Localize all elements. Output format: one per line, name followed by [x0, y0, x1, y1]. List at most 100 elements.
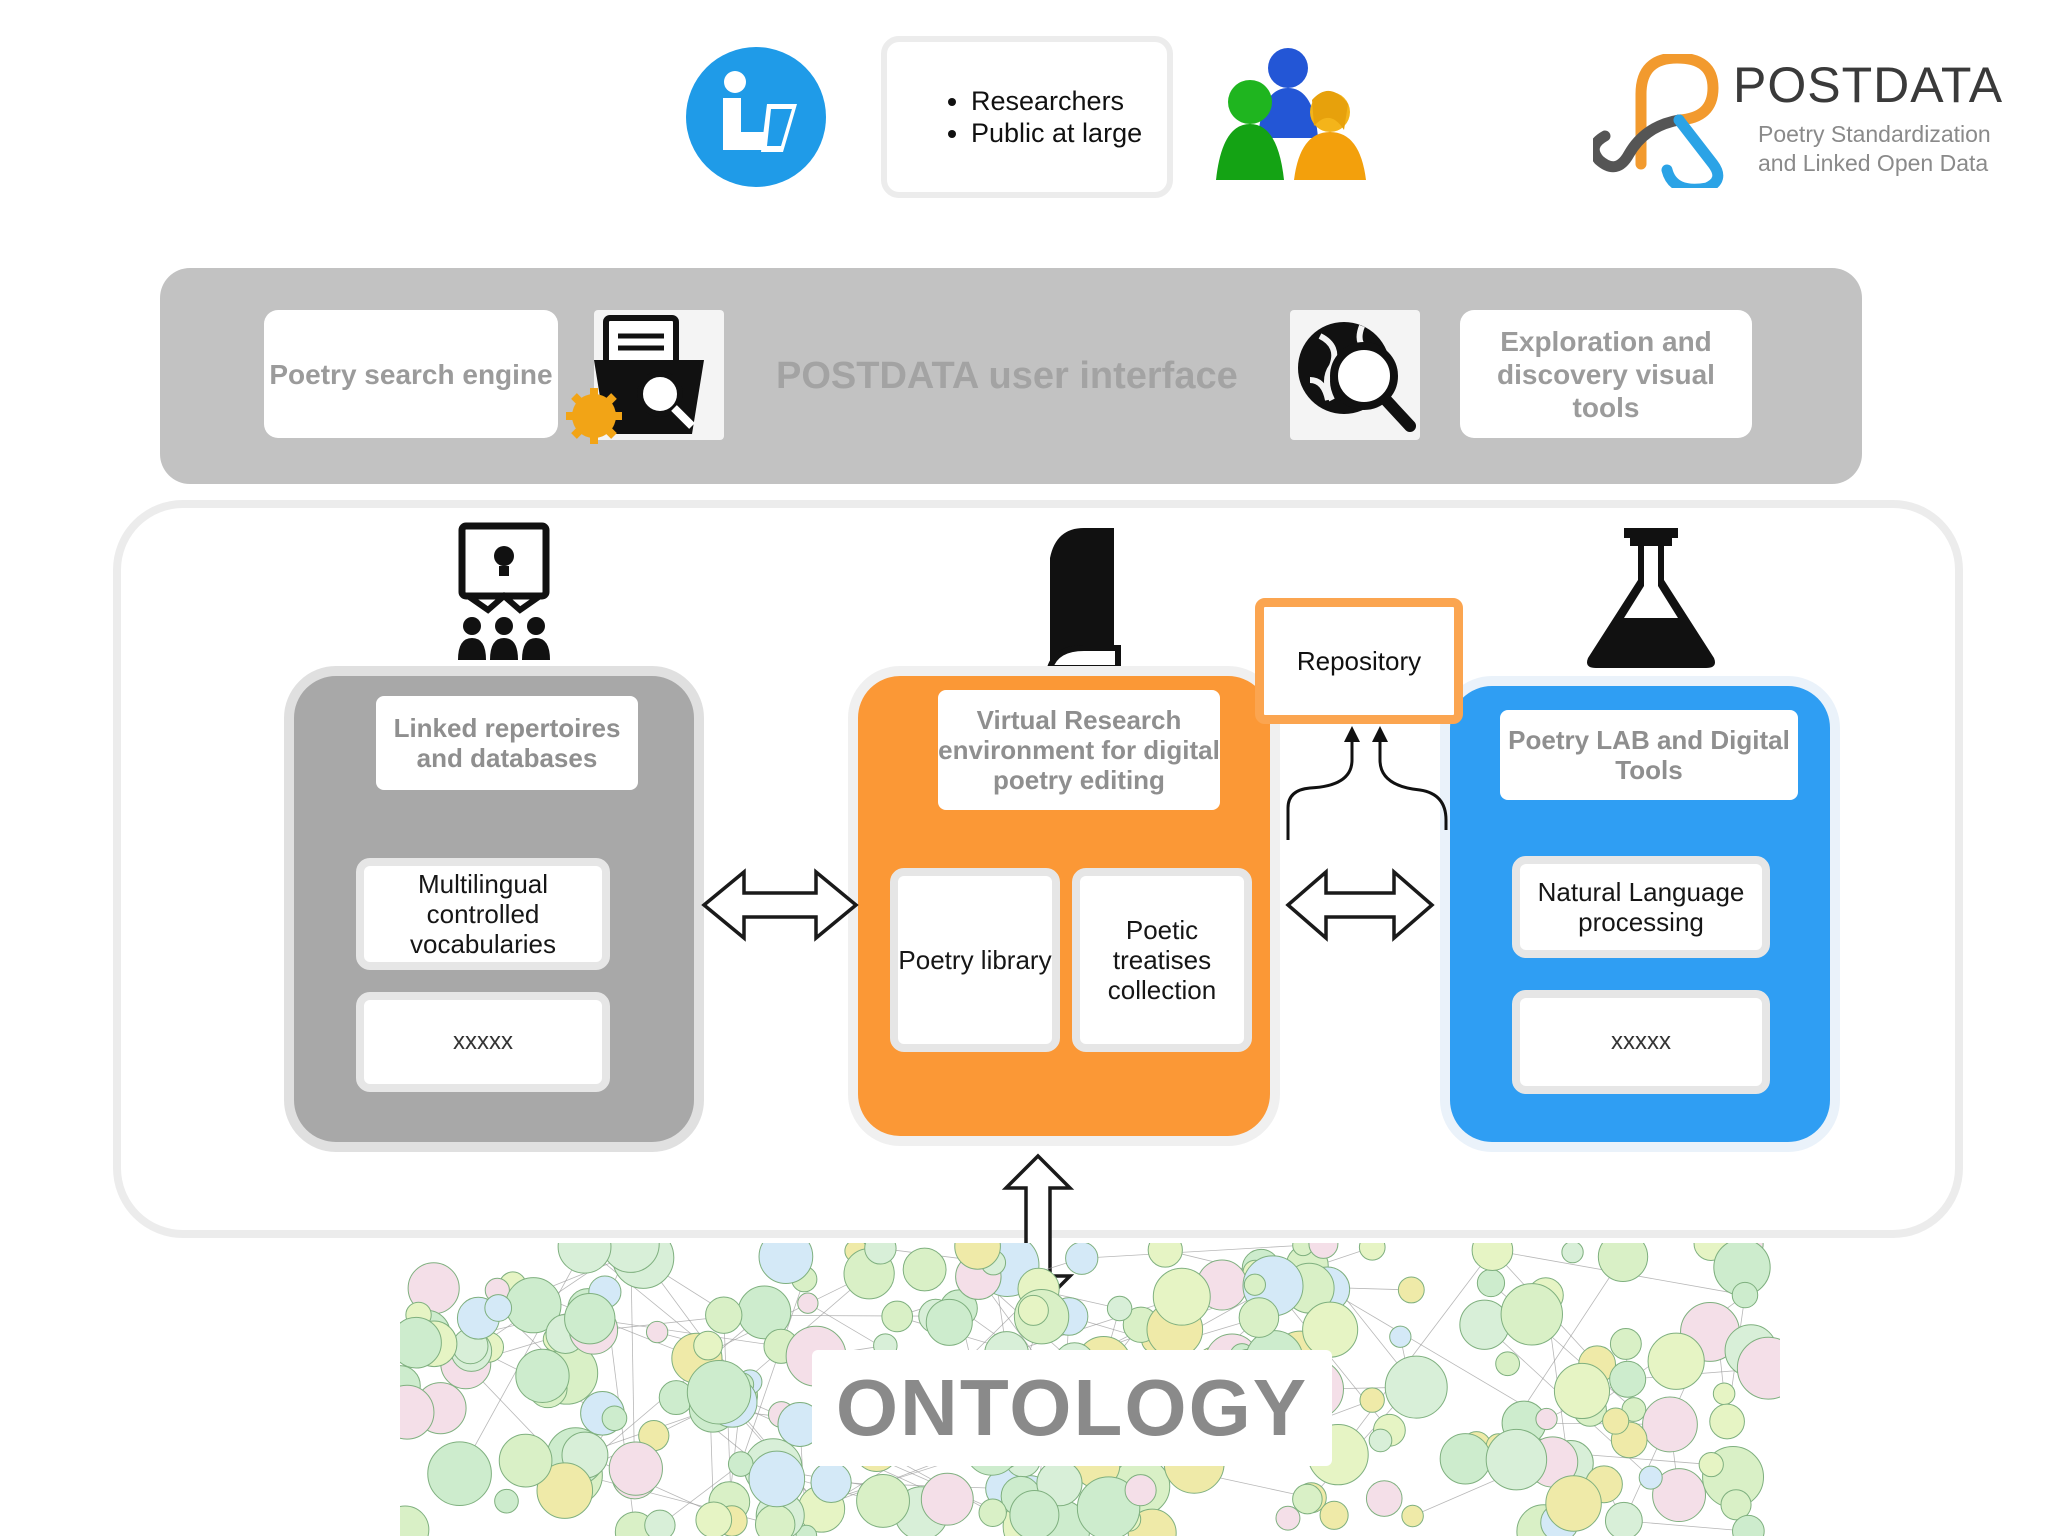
poetry-search-engine-card[interactable]: Poetry search engine: [264, 310, 558, 438]
repertoires-placeholder-card[interactable]: xxxxx: [356, 992, 610, 1092]
ontology-node: [1275, 1505, 1301, 1531]
ontology-edge: [1081, 1244, 1304, 1259]
ontology-node: [400, 1316, 442, 1369]
ontology-edge: [831, 1481, 1006, 1490]
arrow-grey-orange: [701, 868, 859, 942]
logo-subtitle-line: and Linked Open Data: [1758, 150, 1989, 176]
ontology-node: [1732, 1514, 1765, 1536]
people-group-icon: [1216, 48, 1366, 180]
vocabularies-card[interactable]: Multilingual controlled vocabularies: [356, 858, 610, 970]
ontology-node: [1243, 1273, 1266, 1296]
ontology-edge: [1006, 1296, 1182, 1354]
poetry-library-card[interactable]: Poetry library: [890, 868, 1060, 1052]
ontology-node: [748, 1450, 806, 1508]
ontology-node: [954, 1243, 1001, 1270]
ontology-node: [608, 1441, 663, 1496]
ontology-node: [902, 1247, 947, 1292]
ontology-node: [1471, 1243, 1514, 1272]
ontology-node: [1106, 1295, 1133, 1322]
ontology-node: [1597, 1243, 1649, 1282]
ontology-node: [1308, 1243, 1339, 1259]
ontology-node: [1609, 1360, 1647, 1398]
logo-title: POSTDATA: [1733, 57, 2004, 113]
ontology-node: [1384, 1355, 1448, 1419]
repository-box[interactable]: Repository: [1255, 598, 1463, 724]
ontology-node: [498, 1433, 553, 1488]
ontology-node: [1152, 1267, 1211, 1326]
ontology-node: [1076, 1476, 1141, 1536]
lab-placeholder-card[interactable]: xxxxx: [1512, 990, 1770, 1094]
ontology-node: [1358, 1243, 1386, 1261]
ontology-edge: [659, 1463, 741, 1526]
ontology-node: [1009, 1489, 1060, 1536]
ontology-node: [1642, 1396, 1698, 1453]
ontology-node: [925, 1298, 973, 1346]
ontology-node: [1545, 1475, 1602, 1532]
ontology-node: [557, 1243, 612, 1274]
ontology-node: [484, 1294, 513, 1322]
ontology-node: [1736, 1336, 1780, 1400]
ontology-node: [1359, 1387, 1385, 1413]
ontology-node: [1535, 1407, 1558, 1431]
ontology-node: [1389, 1325, 1412, 1348]
ontology-node: [1401, 1504, 1424, 1528]
vre-title: Virtual Research environment for digital…: [938, 690, 1220, 810]
ontology-node: [758, 1243, 814, 1284]
reader-laptop-icon: [686, 47, 826, 187]
ontology-node: [1397, 1276, 1425, 1304]
ontology-node: [1609, 1327, 1642, 1360]
ontology-node: [1302, 1301, 1359, 1358]
user-interface-title: POSTDATA user interface: [776, 355, 1238, 397]
ontology-node: [1485, 1428, 1548, 1491]
ontology-node: [400, 1505, 430, 1536]
ontology-node: [797, 1292, 819, 1314]
arrow-orange-blue: [1285, 868, 1435, 942]
ontology-node: [1500, 1283, 1563, 1346]
ontology-node: [1709, 1403, 1745, 1440]
ontology-node: [1124, 1474, 1157, 1507]
ontology-node: [1319, 1500, 1349, 1530]
ontology-node: [1495, 1351, 1521, 1377]
ontology-node: [693, 1330, 723, 1361]
ontology-label: ONTOLOGY: [812, 1350, 1332, 1466]
ontology-node: [515, 1348, 570, 1404]
logo-subtitle: Poetry Standardization and Linked Open D…: [1758, 120, 1991, 178]
ontology-node: [1698, 1451, 1724, 1478]
ontology-node: [856, 1473, 910, 1528]
ontology-node: [1712, 1382, 1736, 1406]
audience-item: Researchers: [971, 85, 1142, 117]
ontology-node: [1638, 1465, 1663, 1490]
ontology-node: [1292, 1483, 1323, 1515]
ontology-node: [1439, 1433, 1492, 1485]
ontology-node: [400, 1384, 435, 1440]
ontology-node: [1652, 1468, 1706, 1523]
flask-icon: [1587, 528, 1715, 668]
ontology-node: [645, 1320, 669, 1344]
ontology-node: [864, 1243, 897, 1265]
ontology-edge: [1337, 1249, 1493, 1455]
repository-connectors: [1286, 726, 1448, 840]
ontology-node: [564, 1292, 616, 1345]
ontology-node: [1647, 1332, 1705, 1390]
globe-magnifier-icon: [1290, 310, 1420, 440]
ontology-node: [1720, 1489, 1752, 1521]
ontology-node: [686, 1360, 752, 1425]
ontology-node: [1368, 1428, 1393, 1453]
audience-item: Public at large: [971, 117, 1142, 149]
treatises-collection-card[interactable]: Poetic treatises collection: [1072, 868, 1252, 1052]
audience-box: Researchers Public at large: [881, 36, 1173, 198]
ontology-node: [1238, 1297, 1280, 1338]
ontology-node: [1147, 1243, 1183, 1268]
ontology-node: [1561, 1243, 1584, 1264]
ontology-node: [1476, 1268, 1506, 1298]
nlp-card[interactable]: Natural Language processing: [1512, 856, 1770, 958]
presentation-audience-icon: [458, 522, 550, 660]
ontology-node: [1017, 1294, 1049, 1326]
visual-tools-card[interactable]: Exploration and discovery visual tools: [1460, 310, 1752, 438]
ontology-node: [1365, 1480, 1403, 1517]
ontology-edge: [1327, 1288, 1547, 1420]
ontology-edge: [1623, 1520, 1749, 1532]
lab-title: Poetry LAB and Digital Tools: [1500, 710, 1798, 800]
ontology-node: [1602, 1407, 1630, 1435]
ontology-node: [1553, 1362, 1611, 1420]
